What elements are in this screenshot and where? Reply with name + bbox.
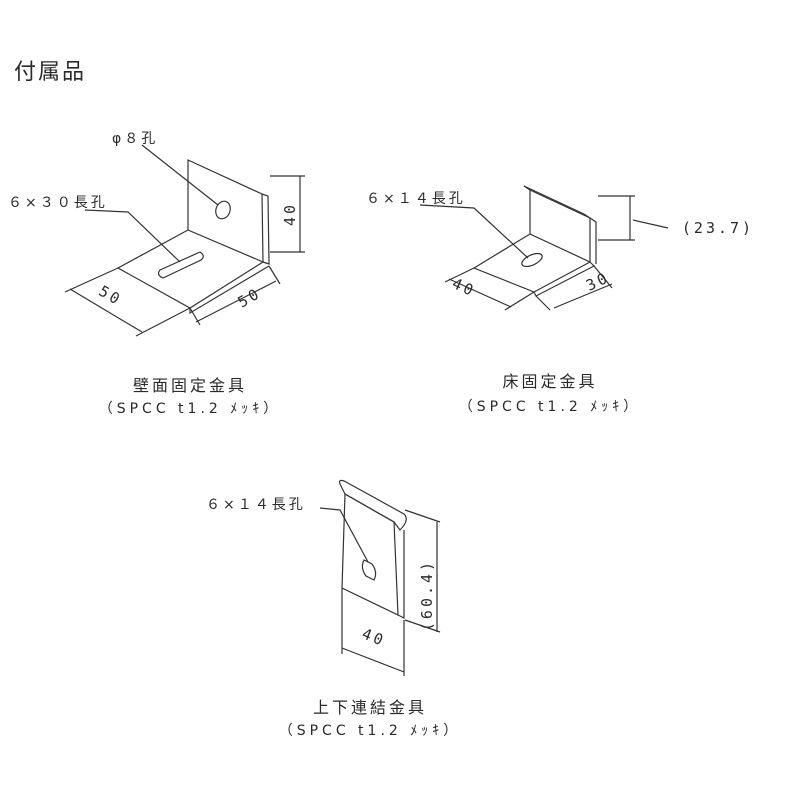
joint-bracket-name: 上下連結金具 (312, 698, 427, 717)
wall-bracket-slot-leader (84, 209, 181, 263)
floor-bracket-plate-edge (589, 217, 597, 264)
wall-bracket-drawing (64, 144, 305, 337)
joint-bracket-plate-edge (397, 530, 405, 619)
joint-bracket-drawing (319, 479, 441, 676)
joint-bracket-slot-label: ６×１４長孔 (206, 497, 306, 513)
joint-bracket-width-dimension (341, 588, 405, 676)
joint-bracket-width-text: 40 (359, 625, 388, 651)
floor-bracket-base-edge (533, 261, 596, 297)
floor-bracket-depth-dimension (535, 265, 613, 311)
wall-bracket-height-dimension (270, 175, 305, 253)
wall-bracket-slot-label: ６×３０長孔 (8, 195, 108, 211)
wall-bracket-name: 壁面固定金具 (132, 376, 247, 395)
wall-bracket-round-hole (215, 200, 231, 220)
floor-bracket-name: 床固定金具 (502, 372, 598, 391)
wall-bracket-slot (157, 251, 204, 279)
wall-bracket-plate-edge (261, 193, 270, 265)
floor-bracket-slot-leader (419, 204, 529, 259)
floor-bracket-base-plate (472, 233, 591, 293)
floor-bracket-height-text: (23.7) (682, 219, 754, 237)
wall-bracket-hole-label: φ８孔 (112, 131, 159, 147)
floor-bracket-height-dimension (598, 195, 669, 241)
wall-bracket-base-plate (116, 229, 264, 309)
floor-bracket-width-dimension (444, 267, 535, 311)
floor-bracket-top-flange (523, 185, 591, 219)
floor-bracket-spec: （SPCC t1.2 ﾒｯｷ） (458, 399, 642, 415)
wall-bracket-width-dimension-left (64, 267, 191, 337)
joint-bracket-slot-leader (319, 507, 369, 563)
joint-bracket-slot (361, 559, 377, 581)
wall-bracket-width-dimension-right (189, 265, 281, 326)
joint-bracket-height-text: (60.4) (418, 559, 436, 631)
wall-bracket-width-right-text: 50 (235, 284, 265, 312)
wall-bracket-height-text: 40 (281, 202, 299, 226)
joint-bracket-top-hook (339, 479, 407, 531)
joint-bracket-plate (341, 492, 399, 616)
joint-bracket-spec: （SPCC t1.2 ﾒｯｷ） (278, 723, 462, 739)
page-title: 付属品 (14, 60, 87, 85)
wall-bracket-hole-leader (141, 144, 219, 206)
floor-bracket-slot-label: ６×１４長孔 (366, 191, 466, 207)
floor-bracket-vertical-plate (529, 189, 591, 263)
floor-bracket-depth-text: 30 (583, 268, 612, 294)
wall-bracket-width-left-text: 50 (96, 282, 126, 310)
wall-bracket-spec: （SPCC t1.2 ﾒｯｷ） (98, 401, 282, 417)
joint-bracket-height-dimension (404, 509, 441, 633)
floor-bracket-slot (521, 252, 543, 268)
wall-bracket-base-edge (189, 265, 270, 315)
floor-bracket-drawing (419, 185, 669, 311)
wall-bracket-vertical-plate (187, 159, 264, 263)
